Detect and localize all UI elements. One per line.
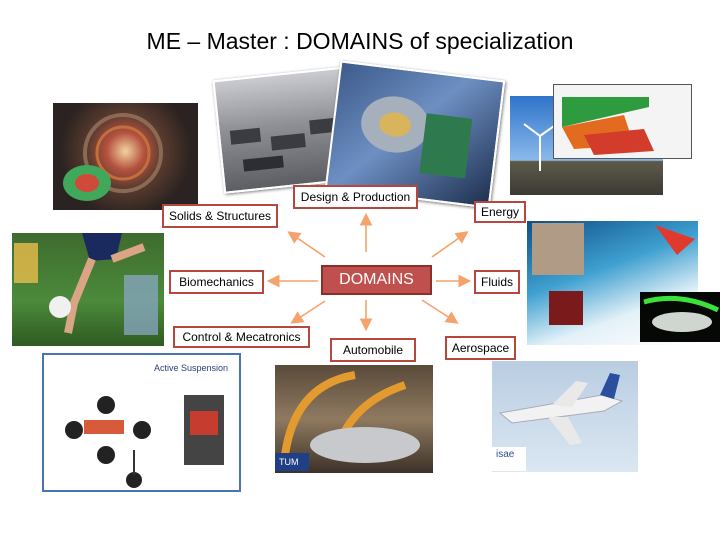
- domain-control-mecatronics[interactable]: Control & Mecatronics: [173, 326, 310, 348]
- domain-design-production[interactable]: Design & Production: [293, 185, 418, 209]
- domain-fluids[interactable]: Fluids: [474, 270, 520, 294]
- domain-solids-structures[interactable]: Solids & Structures: [162, 204, 278, 228]
- cad-model-photo: [324, 60, 506, 209]
- energy-loss-chart: [553, 84, 692, 159]
- domains-center-box[interactable]: DOMAINS: [321, 265, 432, 295]
- domain-automobile[interactable]: Automobile: [330, 338, 416, 362]
- slide-title: ME – Master : DOMAINS of specialization: [146, 28, 574, 54]
- car-assembly-photo: TUM: [275, 365, 433, 473]
- tum-logo: TUM: [279, 457, 299, 467]
- arrow-down-left: [290, 300, 326, 324]
- particle-detector-photo: [53, 103, 198, 210]
- green-car-photo: [640, 292, 720, 342]
- airplane-photo: isae: [492, 361, 638, 472]
- suspension-title: Active Suspension: [154, 363, 229, 373]
- domain-biomechanics[interactable]: Biomechanics: [169, 270, 264, 294]
- arrow-up-right: [431, 231, 469, 258]
- arrow-down-right: [421, 299, 459, 324]
- domain-energy[interactable]: Energy: [474, 201, 526, 223]
- domain-aerospace[interactable]: Aerospace: [445, 336, 516, 360]
- detector-rings: [63, 113, 163, 201]
- isae-logo: isae: [496, 449, 515, 460]
- arrow-up-left: [287, 231, 326, 258]
- suspension-diagram: Active Suspension: [42, 353, 241, 492]
- soccer-player-photo: [12, 233, 164, 346]
